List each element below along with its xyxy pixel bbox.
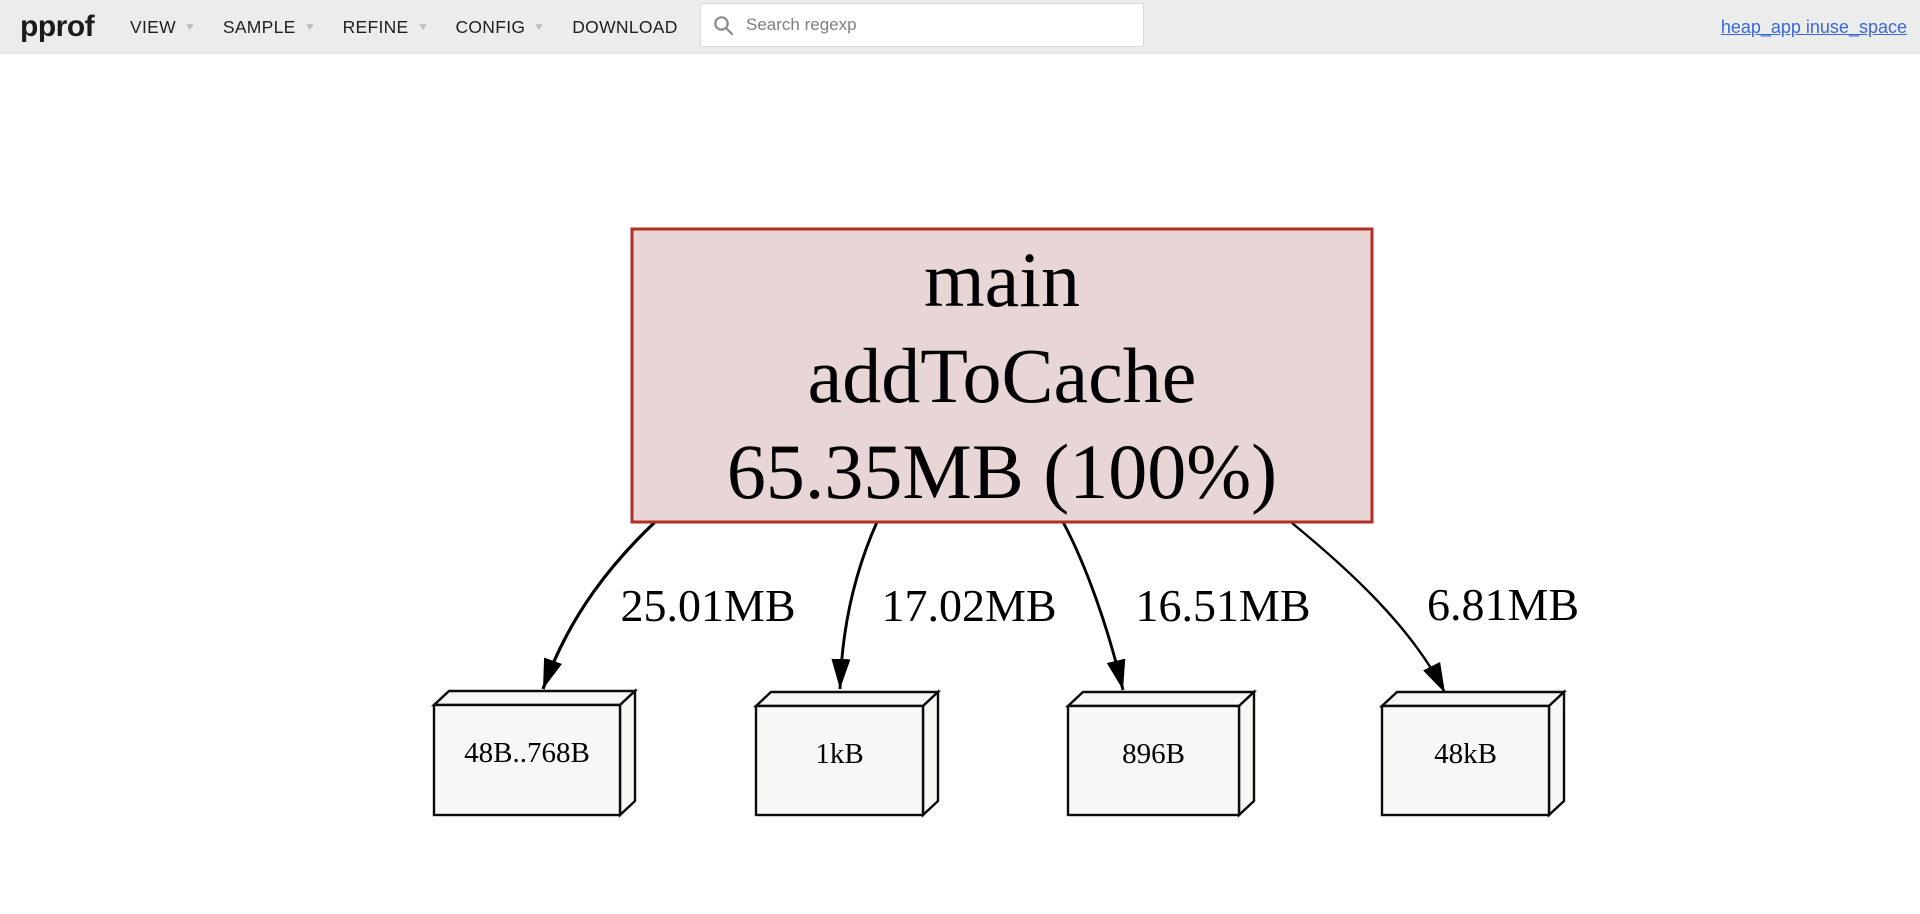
menu-item-sample[interactable]: SAMPLE ▼ <box>222 16 317 38</box>
graph-node-bucket-896B[interactable]: 896B <box>1064 689 1258 818</box>
box3d-top-face <box>1064 690 1258 708</box>
nodes-layer: main addToCache 65.35MB (100%) 48B..768B 1kB… <box>430 227 1568 818</box>
chevron-down-icon: ▼ <box>416 21 429 33</box>
edge-main-bucket-1kB: 17.02MB <box>831 521 1057 690</box>
edge-main-bucket-48B-768B: 25.01MB <box>541 520 796 690</box>
search-icon <box>714 15 734 35</box>
node-label-line: addToCache <box>808 332 1197 419</box>
menu-item-label: VIEW <box>130 16 176 37</box>
graph-node-bucket-48kB[interactable]: 48kB <box>1378 689 1568 818</box>
edge-main-bucket-896B: 16.51MB <box>1061 521 1311 691</box>
menu-item-download[interactable]: DOWNLOAD <box>572 17 677 38</box>
box3d-front-face <box>1066 704 1241 817</box>
edge-path <box>831 521 879 690</box>
toolbar: pprof VIEW ▼ SAMPLE ▼ REFINE ▼ CONFIG ▼ DOWNLOAD… <box>0 0 1920 54</box>
menu-item-label: SAMPLE <box>222 16 296 37</box>
edges-layer: 25.01MB 17.02MB 16.51MB 6.81MB <box>541 520 1579 694</box>
box3d-right-face <box>921 689 940 818</box>
edge-main-bucket-48kB: 6.81MB <box>1291 522 1579 694</box>
menu-item-refine[interactable]: REFINE ▼ <box>342 16 429 38</box>
search-input[interactable] <box>744 14 1143 36</box>
box3d-top-face <box>1378 690 1568 708</box>
graph-node-main[interactable]: main addToCache 65.35MB (100%) <box>630 227 1374 524</box>
node-label-line: 65.35MB (100%) <box>727 428 1277 515</box>
menu-item-config[interactable]: CONFIG ▼ <box>455 16 546 38</box>
profile-link[interactable]: heap_app inuse_space <box>1720 16 1907 37</box>
node-box <box>630 227 1374 524</box>
node-label: 48kB <box>1434 738 1497 770</box>
box3d-right-face <box>1547 689 1566 818</box>
edge-label: 25.01MB <box>620 580 795 631</box>
edge-label: 17.02MB <box>881 580 1056 631</box>
edge-label: 6.81MB <box>1427 579 1579 630</box>
box3d-top-face <box>752 690 942 708</box>
edge-path <box>541 520 657 690</box>
menu-item-label: DOWNLOAD <box>572 16 678 37</box>
menu-item-label: REFINE <box>342 16 409 37</box>
menu-item-view[interactable]: VIEW ▼ <box>130 16 197 38</box>
edge-label: 16.51MB <box>1135 580 1310 631</box>
box3d-front-face <box>432 703 622 817</box>
chevron-down-icon: ▼ <box>183 21 197 33</box>
chevron-down-icon: ▼ <box>532 21 546 33</box>
box3d-right-face <box>618 688 637 818</box>
chevron-down-icon: ▼ <box>303 21 317 33</box>
graph-node-bucket-1kB[interactable]: 1kB <box>752 689 942 818</box>
node-label: 48B..768B <box>464 737 590 769</box>
box3d-front-face <box>754 704 925 817</box>
search-box[interactable] <box>700 3 1144 47</box>
edge-path <box>1291 522 1447 694</box>
menu-bar: VIEW ▼ SAMPLE ▼ REFINE ▼ CONFIG ▼ DOWNLOAD <box>130 0 678 54</box>
graph-node-bucket-48B-768B[interactable]: 48B..768B <box>430 688 639 818</box>
node-label: 896B <box>1122 738 1185 770</box>
box3d-right-face <box>1237 689 1256 818</box>
graph-area: 25.01MB 17.02MB 16.51MB 6.81MB main addToCac… <box>0 54 1920 913</box>
menu-item-label: CONFIG <box>455 16 526 37</box>
node-label-line: main <box>924 236 1080 323</box>
box3d-top-face <box>430 689 639 707</box>
node-label: 1kB <box>815 738 863 770</box>
edge-path <box>1061 521 1126 691</box>
pprof-logo: pprof <box>20 10 95 43</box>
box3d-front-face <box>1380 704 1551 817</box>
